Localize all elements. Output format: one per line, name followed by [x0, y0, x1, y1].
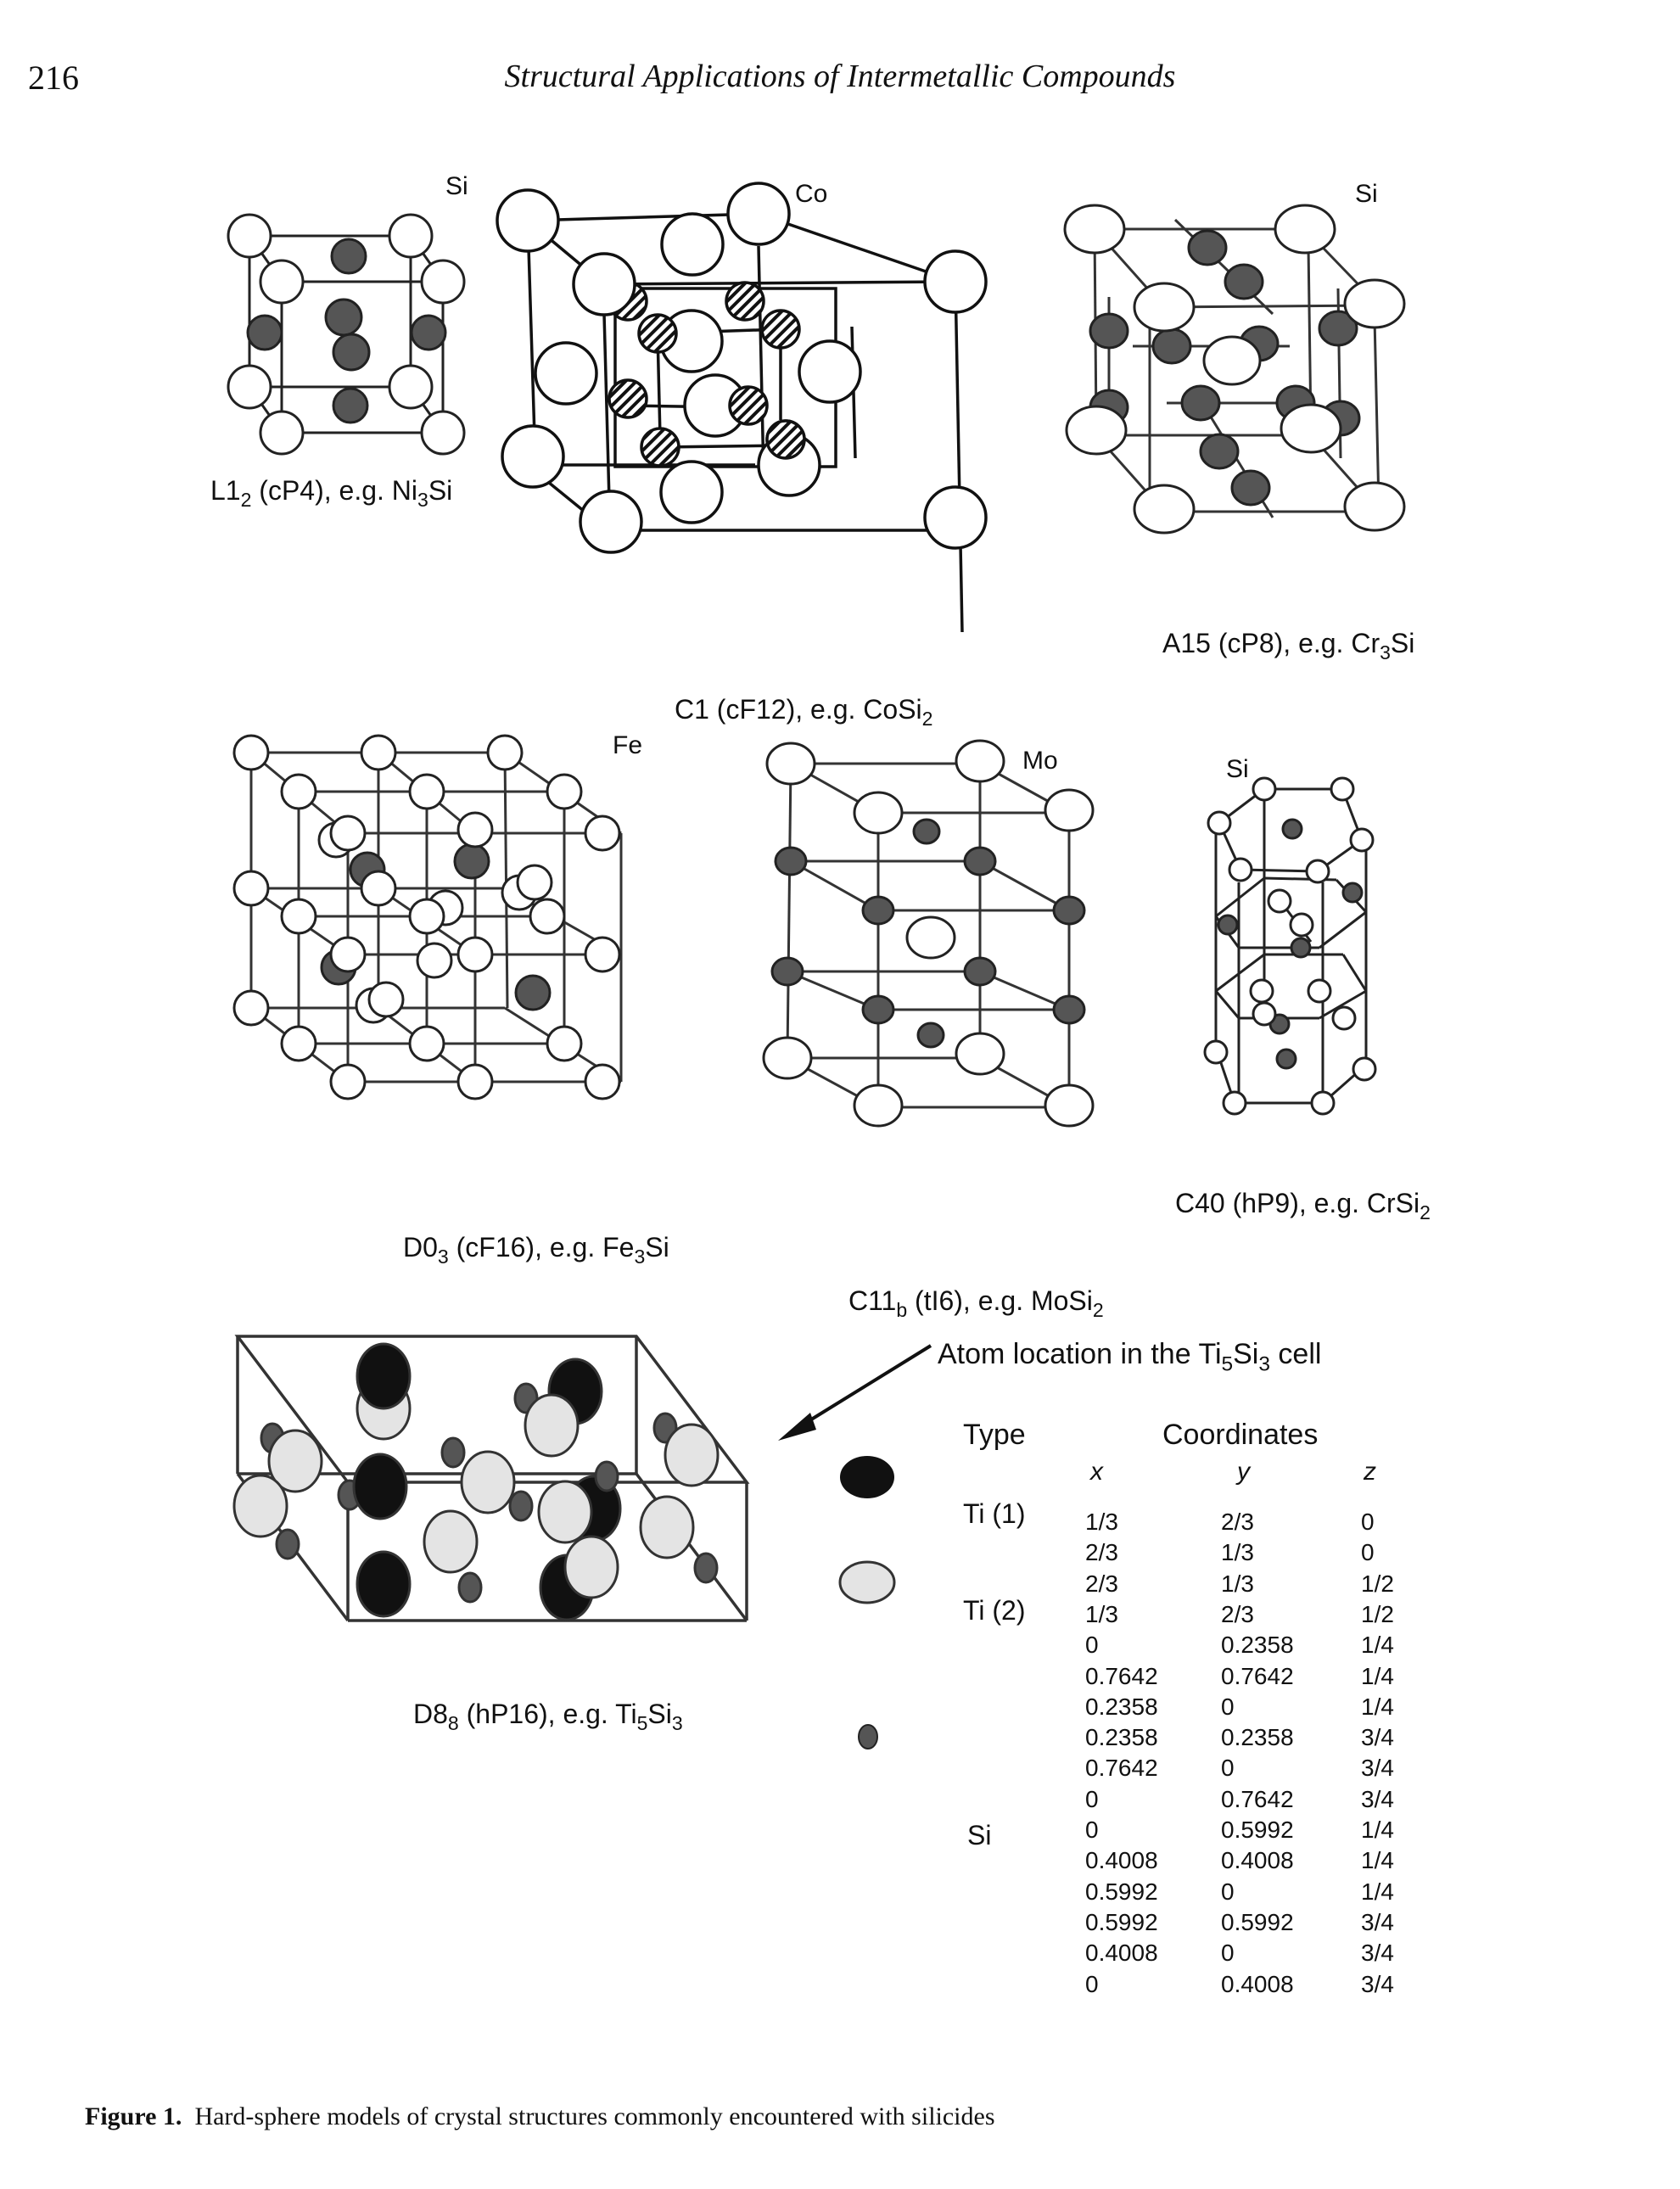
ti1-legend-ball — [840, 1456, 894, 1498]
table-cell-z: 3/4 — [1361, 1785, 1394, 1812]
z-axis-header: z — [1364, 1458, 1376, 1486]
table-cell-y: 0.5992 — [1221, 1817, 1294, 1843]
c1-atom-label: Co — [795, 180, 828, 208]
d88-label: D88 (hP16), e.g. Ti5Si3 — [413, 1699, 683, 1735]
figure-caption: Figure 1. Hard-sphere models of crystal … — [85, 2102, 995, 2130]
l12-label: L12 (cP4), e.g. Ni3Si — [210, 475, 453, 512]
table-cell-z: 0 — [1361, 1539, 1375, 1566]
legend-si-label: Si — [967, 1820, 992, 1850]
table-cell-x: 0.4008 — [1085, 1940, 1158, 1967]
c40-label: C40 (hP9), e.g. CrSi2 — [1175, 1188, 1431, 1224]
table-cell-x: 0.5992 — [1085, 1908, 1158, 1935]
running-title: Structural Applications of Intermetallic… — [504, 59, 1176, 94]
table-cell-x: 0.7642 — [1085, 1755, 1158, 1782]
table-cell-z: 3/4 — [1361, 1940, 1394, 1967]
type-header: Type — [963, 1419, 1026, 1451]
table-cell-x: 0.5992 — [1085, 1878, 1158, 1905]
table-cell-z: 3/4 — [1361, 1970, 1394, 1997]
c11b-atoms — [762, 739, 1095, 1128]
table-cell-z: 1/2 — [1361, 1570, 1394, 1597]
c40-atoms — [1203, 776, 1377, 1116]
table-cell-x: 0 — [1085, 1632, 1099, 1659]
table-cell-y: 0 — [1221, 1693, 1235, 1720]
si-legend-ball — [858, 1724, 878, 1750]
table-cell-x: 0.4008 — [1085, 1847, 1158, 1874]
d88-atoms — [232, 1342, 720, 1621]
y-axis-header: y — [1237, 1458, 1250, 1486]
table-cell-x: 0.2358 — [1085, 1693, 1158, 1720]
table-title: Atom location in the Ti5Si3 cell — [938, 1338, 1322, 1376]
table-cell-y: 0.2358 — [1221, 1724, 1294, 1751]
legend-ti2-label: Ti (2) — [963, 1595, 1026, 1626]
table-cell-z: 3/4 — [1361, 1908, 1394, 1935]
legend-atoms — [838, 1456, 896, 1750]
table-cell-y: 0.4008 — [1221, 1970, 1294, 1997]
table-cell-y: 0 — [1221, 1940, 1235, 1967]
legend-ti1-label: Ti (1) — [963, 1498, 1026, 1529]
c11b-label: C11b (tI6), e.g. MoSi2 — [848, 1285, 1104, 1322]
d03-atoms — [232, 734, 621, 1100]
table-cell-x: 0.7642 — [1085, 1662, 1158, 1689]
table-cell-x: 1/3 — [1085, 1600, 1118, 1627]
table-cell-z: 1/4 — [1361, 1632, 1394, 1659]
table-cell-y: 2/3 — [1221, 1600, 1254, 1627]
a15-label: A15 (cP8), e.g. Cr3Si — [1162, 628, 1415, 664]
table-cell-x: 0 — [1085, 1970, 1099, 1997]
page-number: 216 — [28, 59, 79, 97]
l12-atoms — [227, 213, 466, 456]
table-cell-z: 1/2 — [1361, 1600, 1394, 1627]
d03-atom-label: Fe — [613, 731, 643, 759]
table-cell-y: 1/3 — [1221, 1570, 1254, 1597]
table-cell-z: 3/4 — [1361, 1724, 1394, 1751]
c11b-atom-label: Mo — [1022, 747, 1058, 775]
table-cell-y: 0.5992 — [1221, 1908, 1294, 1935]
d03-label: D03 (cF16), e.g. Fe3Si — [403, 1232, 669, 1268]
x-axis-header: x — [1090, 1458, 1103, 1486]
a15-atom-label: Si — [1355, 180, 1378, 208]
c40-atom-label: Si — [1226, 755, 1249, 783]
table-cell-z: 3/4 — [1361, 1755, 1394, 1782]
c1-label: C1 (cF12), e.g. CoSi2 — [675, 694, 933, 731]
table-cell-y: 0.7642 — [1221, 1662, 1294, 1689]
table-cell-x: 2/3 — [1085, 1570, 1118, 1597]
table-cell-z: 1/4 — [1361, 1878, 1394, 1905]
coordinates-header: Coordinates — [1162, 1419, 1319, 1451]
c1-atoms — [496, 182, 988, 554]
table-cell-x: 2/3 — [1085, 1539, 1118, 1566]
table-cell-x: 0 — [1085, 1817, 1099, 1843]
table-cell-y: 0 — [1221, 1755, 1235, 1782]
table-cell-y: 0.2358 — [1221, 1632, 1294, 1659]
table-cell-x: 0.2358 — [1085, 1724, 1158, 1751]
table-cell-z: 1/4 — [1361, 1693, 1394, 1720]
table-cell-y: 0.4008 — [1221, 1847, 1294, 1874]
arrow-to-d88 — [778, 1344, 932, 1441]
table-cell-y: 2/3 — [1221, 1509, 1254, 1535]
table-cell-y: 0 — [1221, 1878, 1235, 1905]
table-cell-z: 1/4 — [1361, 1847, 1394, 1874]
table-cell-z: 1/4 — [1361, 1817, 1394, 1843]
table-cell-z: 0 — [1361, 1509, 1375, 1535]
l12-atom-label: Si — [445, 172, 468, 200]
table-cell-x: 0 — [1085, 1785, 1099, 1812]
table-cell-x: 1/3 — [1085, 1509, 1118, 1535]
table-cell-y: 0.7642 — [1221, 1785, 1294, 1812]
table-cell-y: 1/3 — [1221, 1539, 1254, 1566]
a15-atoms — [1063, 204, 1406, 535]
ti2-legend-ball — [838, 1560, 896, 1604]
table-cell-z: 1/4 — [1361, 1662, 1394, 1689]
